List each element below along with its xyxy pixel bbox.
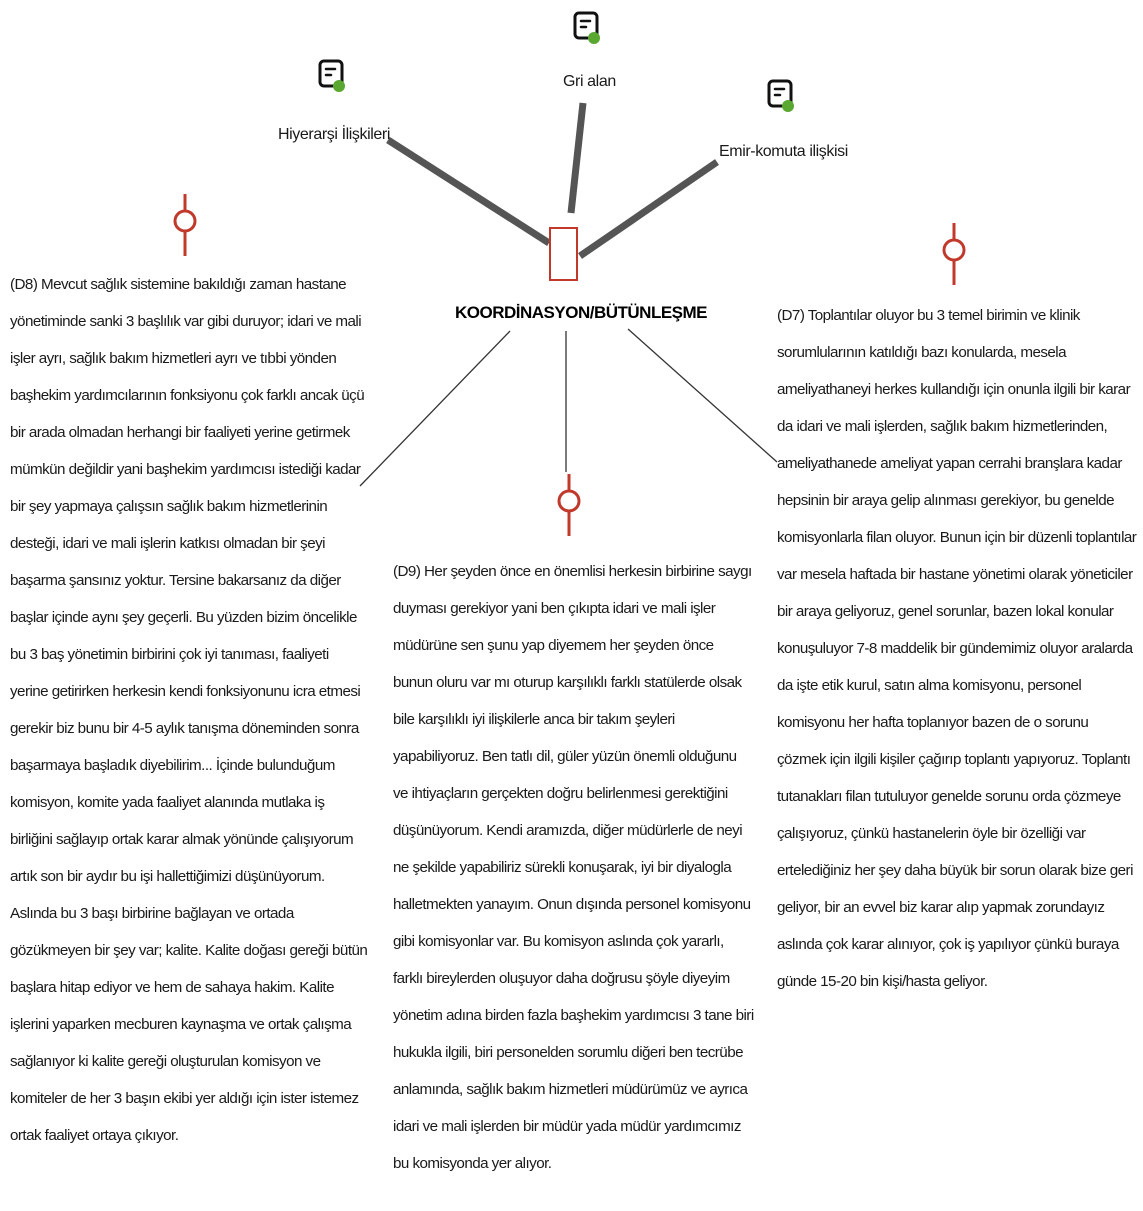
link-emir [578,159,719,259]
memo-icon [318,59,345,92]
memo-icon [573,11,600,44]
quote-d9-text[interactable]: (D9) Her şeyden önce en önemlisi herkesi… [393,563,754,1172]
quote-pin-icon [557,474,581,536]
link-gri [567,102,587,214]
center-node[interactable] [549,227,578,281]
center-node-label: KOORDİNASYON/BÜTÜNLEŞME [455,303,708,322]
code-node-gri-alan[interactable]: Gri alan [563,73,616,90]
quote-pin-icon [173,194,197,256]
memo-icon [767,79,794,112]
link-hiyerarsi [386,137,551,246]
quote-d8-text[interactable]: (D8) Mevcut sağlık sistemine bakıldığı z… [10,276,368,1144]
code-node-emir-komuta-iliskisi[interactable]: Emir-komuta ilişkisi [719,143,848,160]
quote-pin-icon [942,223,966,285]
quote-d7-text[interactable]: (D7) Toplantılar oluyor bu 3 temel birim… [777,307,1137,990]
link-d7 [627,328,778,463]
link-d8 [359,330,511,487]
code-node-hiyerarsi-iliskileri[interactable]: Hiyerarşi İlişkileri [278,126,391,143]
